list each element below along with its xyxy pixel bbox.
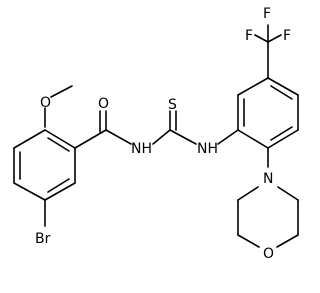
bond-ringA-3 bbox=[44, 182, 76, 201]
bond-nh-cs bbox=[152, 129, 171, 145]
bond-morph-4 bbox=[276, 234, 299, 248]
thioamide-nh-label: NH bbox=[197, 141, 218, 157]
bond-ringA-6 bbox=[13, 129, 46, 149]
bond-ringB-inner-2 bbox=[270, 85, 293, 100]
bond-nh-ringB bbox=[217, 129, 239, 145]
fluorine-top-label: F bbox=[263, 6, 271, 22]
bond-methyl-o bbox=[50, 85, 73, 98]
bond-cs-nh bbox=[169, 129, 197, 145]
bond-ringB-2 bbox=[237, 77, 269, 96]
bond-c-f-left bbox=[254, 34, 269, 43]
bond-morph-6 bbox=[277, 186, 299, 201]
bond-ringB-5 bbox=[267, 129, 299, 149]
bromine-label: Br bbox=[35, 231, 51, 247]
bond-ringB-3 bbox=[267, 77, 299, 96]
bond-morph-1 bbox=[237, 186, 259, 201]
bond-c-f-right bbox=[267, 34, 282, 43]
morpholine-oxygen-label: O bbox=[263, 246, 274, 262]
thione-sulfur-label: S bbox=[168, 97, 177, 113]
carbonyl-oxygen-label: O bbox=[98, 96, 109, 112]
bond-ringA-4 bbox=[13, 182, 46, 201]
bond-ringB-inner-3 bbox=[270, 126, 293, 141]
bond-ringA-1 bbox=[44, 129, 76, 149]
bond-ring-carbonyl bbox=[74, 129, 107, 149]
fluorine-right-label: F bbox=[283, 28, 291, 44]
bond-morph-3 bbox=[237, 234, 260, 248]
fluorine-left-label: F bbox=[245, 28, 253, 44]
bond-ringA-inner-2 bbox=[47, 178, 70, 193]
bond-ringA-inner-1 bbox=[47, 137, 70, 152]
morpholine-nitrogen-label: N bbox=[263, 171, 273, 187]
bond-carbonyl-nh bbox=[105, 129, 132, 145]
amide-nh-label: NH bbox=[131, 141, 152, 157]
bond-ringB-6 bbox=[237, 129, 269, 149]
methoxy-oxygen-label: O bbox=[40, 95, 51, 111]
